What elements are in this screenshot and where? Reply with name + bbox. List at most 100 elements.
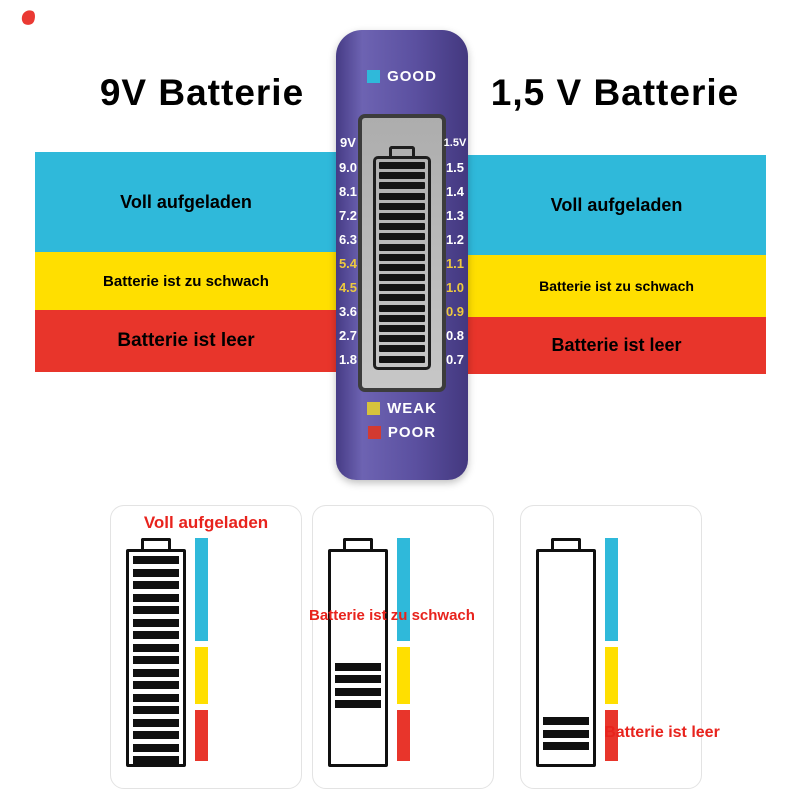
battery-body bbox=[126, 549, 186, 767]
scale-row: 0.8 bbox=[445, 328, 465, 343]
example-card-empty bbox=[520, 505, 702, 789]
battery-bar bbox=[379, 263, 425, 271]
battery-bar bbox=[133, 681, 179, 689]
battery-bar bbox=[379, 223, 425, 231]
battery-terminal bbox=[551, 538, 581, 549]
level-strip bbox=[605, 538, 618, 761]
battery-bar bbox=[379, 192, 425, 200]
scale-row: 6.3 bbox=[338, 232, 358, 247]
strip-segment-weak bbox=[397, 647, 410, 704]
example-label-full: Voll aufgeladen bbox=[143, 513, 269, 532]
zone-label-weak-right: Batterie ist zu schwach bbox=[539, 278, 694, 294]
scale-row: 2.7 bbox=[338, 328, 358, 343]
battery-bar bbox=[379, 243, 425, 251]
battery-bar bbox=[379, 162, 425, 169]
battery-bar-stack bbox=[133, 556, 179, 764]
scale-row: 0.7 bbox=[445, 352, 465, 367]
strip-segment-poor bbox=[195, 710, 208, 761]
corner-logo-mark bbox=[19, 8, 38, 27]
weak-indicator: WEAK bbox=[336, 400, 468, 417]
example-card-weak bbox=[312, 505, 494, 789]
strip-segment-good bbox=[195, 538, 208, 641]
battery-bar bbox=[133, 568, 179, 577]
example-battery-weak bbox=[328, 538, 388, 767]
poor-label: POOR bbox=[387, 424, 437, 441]
battery-body bbox=[328, 549, 388, 767]
scale-row: 1.1 bbox=[445, 256, 465, 271]
battery-bar bbox=[379, 284, 425, 292]
battery-bar bbox=[335, 662, 381, 671]
battery-bar bbox=[379, 355, 425, 363]
battery-bar bbox=[379, 294, 425, 302]
battery-bar bbox=[379, 253, 425, 261]
battery-bar bbox=[133, 593, 179, 602]
battery-tester-device: GOOD 9V 9.0 8.1 7.2 6.3 5.4 4.5 3.6 2.7 … bbox=[336, 30, 468, 480]
battery-bar bbox=[379, 212, 425, 220]
poor-indicator: POOR bbox=[336, 424, 468, 441]
poor-swatch-icon bbox=[367, 426, 381, 439]
zone-band-weak-right: Batterie ist zu schwach bbox=[467, 255, 766, 317]
zone-band-weak-left: Batterie ist zu schwach bbox=[35, 252, 337, 310]
battery-bar bbox=[133, 743, 179, 752]
strip-segment-poor bbox=[605, 710, 618, 761]
zone-band-good-left: Voll aufgeladen bbox=[35, 152, 337, 252]
battery-bar bbox=[379, 304, 425, 312]
battery-bar bbox=[133, 718, 179, 727]
scale-row: 7.2 bbox=[338, 208, 358, 223]
battery-bar bbox=[335, 687, 381, 696]
good-indicator: GOOD bbox=[336, 68, 468, 85]
battery-terminal bbox=[343, 538, 373, 549]
strip-segment-good bbox=[605, 538, 618, 641]
battery-bar bbox=[379, 233, 425, 241]
battery-bar bbox=[379, 325, 425, 332]
scale-row: 0.9 bbox=[445, 304, 465, 319]
good-swatch-icon bbox=[367, 70, 381, 83]
zone-label-poor-right: Batterie ist leer bbox=[551, 335, 682, 355]
battery-bar bbox=[543, 729, 589, 738]
battery-bar-stack bbox=[543, 717, 589, 750]
battery-bar bbox=[379, 182, 425, 190]
scale-row: 9.0 bbox=[338, 160, 358, 175]
strip-segment-weak bbox=[195, 647, 208, 704]
lcd-bar-stack bbox=[379, 162, 425, 363]
battery-bar bbox=[379, 274, 425, 282]
scale-1v5-header: 1.5V bbox=[443, 137, 467, 149]
scale-row: 1.4 bbox=[445, 184, 465, 199]
zone-label-good-left: Voll aufgeladen bbox=[120, 191, 252, 212]
weak-swatch-icon bbox=[367, 402, 381, 415]
zone-label-poor-left: Batterie ist leer bbox=[117, 330, 255, 351]
lcd-display bbox=[358, 114, 446, 392]
lcd-battery-terminal bbox=[389, 146, 415, 156]
battery-bar bbox=[379, 314, 425, 322]
scale-row: 1.8 bbox=[338, 352, 358, 367]
battery-terminal bbox=[141, 538, 171, 549]
battery-bar bbox=[133, 656, 179, 664]
example-battery-full bbox=[126, 538, 186, 767]
battery-bar bbox=[133, 643, 179, 652]
zone-band-poor-right: Batterie ist leer bbox=[467, 317, 766, 374]
battery-bar bbox=[133, 556, 179, 564]
lcd-battery-graphic bbox=[373, 156, 431, 370]
example-battery-empty bbox=[536, 538, 596, 767]
zone-band-good-right: Voll aufgeladen bbox=[467, 155, 766, 255]
zone-band-poor-left: Batterie ist leer bbox=[35, 310, 337, 372]
strip-segment-good bbox=[397, 538, 410, 641]
battery-bar bbox=[543, 717, 589, 725]
scale-row: 1.0 bbox=[445, 280, 465, 295]
battery-bar bbox=[379, 335, 425, 343]
example-card-full: Voll aufgeladen bbox=[110, 505, 302, 789]
zone-label-weak-left: Batterie ist zu schwach bbox=[103, 272, 269, 290]
battery-bar bbox=[379, 345, 425, 353]
battery-bar bbox=[133, 693, 179, 702]
level-strip bbox=[397, 538, 410, 761]
title-9v: 9V Batterie bbox=[99, 72, 305, 113]
example-label-empty: Batterie ist leer bbox=[604, 724, 720, 741]
battery-bar bbox=[133, 581, 179, 589]
battery-bar bbox=[133, 731, 179, 739]
scale-row: 8.1 bbox=[338, 184, 358, 199]
battery-bar bbox=[133, 668, 179, 677]
battery-bar bbox=[335, 675, 381, 683]
battery-bar-stack bbox=[335, 662, 381, 708]
scale-row: 4.5 bbox=[338, 280, 358, 295]
